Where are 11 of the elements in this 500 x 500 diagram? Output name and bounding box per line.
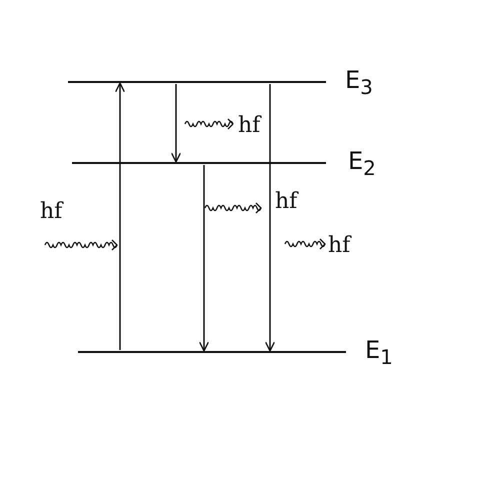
transition-arrow <box>170 84 182 163</box>
transition-arrow <box>198 165 210 352</box>
photon-label: hf <box>238 114 260 138</box>
photon-label: hf <box>275 190 298 214</box>
energy-level-label: E$_{3}$ <box>345 66 373 101</box>
photon-label: hf <box>328 234 350 258</box>
transition-arrow <box>264 84 276 352</box>
transition-arrow <box>114 82 126 350</box>
photon-label: hf <box>40 200 62 224</box>
energy-level-label: E$_{1}$ <box>365 336 393 371</box>
energy-level-label: E$_{2}$ <box>348 147 376 182</box>
